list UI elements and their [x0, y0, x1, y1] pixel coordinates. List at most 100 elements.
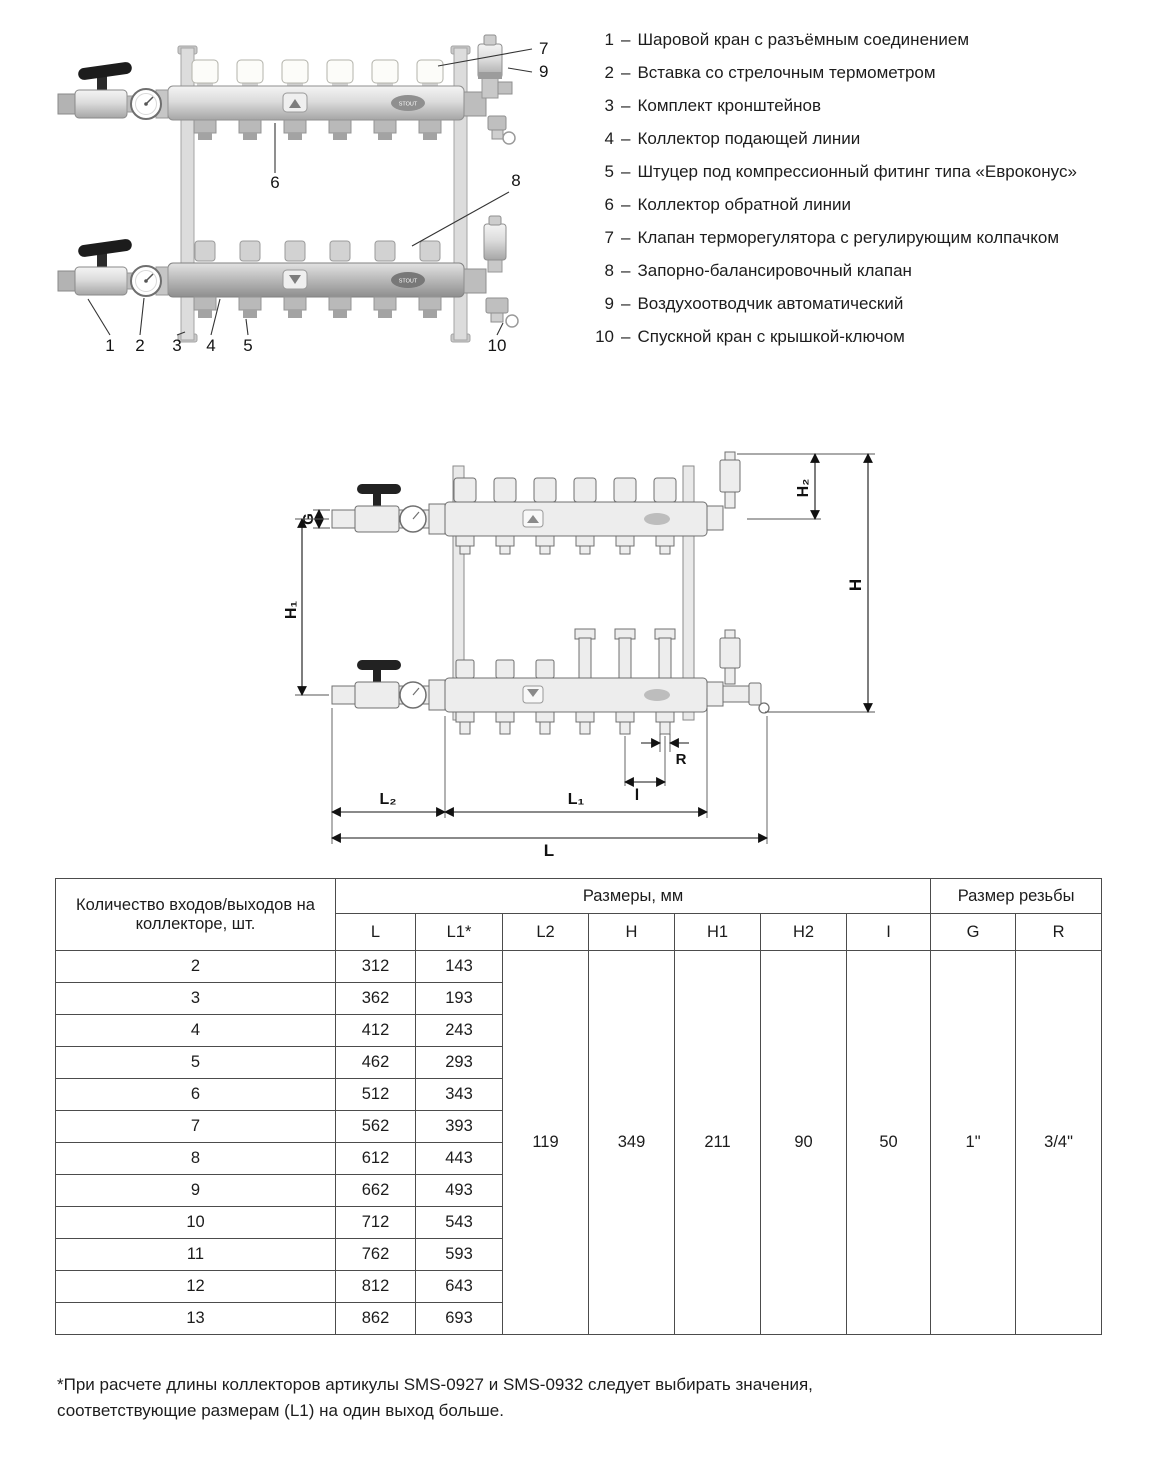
- legend-item-separator: –: [621, 261, 631, 280]
- balancing-valve-caps: [194, 240, 441, 262]
- return-manifold-outline: [331, 451, 741, 555]
- header-count-column: Количество входов/выходов на коллекторе,…: [55, 878, 336, 951]
- header-col-H2: H2: [760, 913, 847, 951]
- cell-L: 462: [335, 1046, 416, 1079]
- legend-item-number: 7: [604, 228, 614, 247]
- callout-4-label: 4: [206, 336, 215, 355]
- callout-1-label: 1: [105, 336, 114, 355]
- callout-10-label: 10: [488, 336, 507, 355]
- table-row: 12 812 643: [55, 1270, 1102, 1303]
- eurocone-connections-top: [193, 119, 442, 140]
- cell-G-merged: 1": [930, 950, 1017, 1335]
- cell-L2-merged: 119: [502, 950, 589, 1335]
- legend-item: 5 – Штуцер под компрессионный фитинг тип…: [588, 162, 1077, 195]
- legend-item-number: 6: [604, 195, 614, 214]
- legend-item: 9 – Воздухоотводчик автоматический: [588, 294, 1077, 327]
- legend-item-label: Шаровой кран с разъёмным соединением: [637, 30, 970, 49]
- air-vent-assembly-top: [463, 34, 516, 145]
- legend-item-separator: –: [621, 294, 631, 313]
- cell-count: 2: [55, 950, 336, 983]
- legend-item: 4 – Коллектор подающей линии: [588, 129, 1077, 162]
- table-row: 9 662 493: [55, 1174, 1102, 1207]
- header-col-R: R: [1015, 913, 1103, 951]
- table-row: 2 312 143 119 349 211 90 50 1" 3/4": [55, 950, 1103, 1335]
- legend-item-label: Воздухоотводчик автоматический: [637, 294, 904, 313]
- legend-item: 7 – Клапан терморегулятора с регулирующи…: [588, 228, 1077, 261]
- dimension-I: l: [624, 736, 666, 804]
- callout-7-label: 7: [539, 39, 548, 58]
- cell-R-merged: 3/4": [1015, 950, 1103, 1335]
- dim-label-R: R: [676, 751, 687, 768]
- callout-9-label: 9: [539, 62, 548, 81]
- callouts: 7 9 6 8 1 2 3 4 5 10: [87, 39, 548, 355]
- header-col-L: L: [335, 913, 416, 951]
- manifold-dimension-drawing: G H₁ H₂ H: [283, 451, 875, 860]
- cell-I-merged: 50: [845, 950, 932, 1335]
- dimension-R: R: [641, 734, 689, 768]
- cell-L: 862: [335, 1302, 416, 1335]
- dimension-H: H: [765, 453, 875, 713]
- table-row: 6 512 343: [55, 1078, 1102, 1111]
- thermometer-gauge-top: [130, 88, 162, 120]
- legend-item-label: Запорно-балансировочный клапан: [637, 261, 912, 280]
- cell-L: 362: [335, 982, 416, 1015]
- cell-count: 13: [55, 1302, 336, 1335]
- cell-L: 512: [335, 1078, 416, 1111]
- legend-item-label: Коллектор обратной линии: [637, 195, 851, 214]
- table-row: 8 612 443: [55, 1142, 1102, 1175]
- legend-item-separator: –: [621, 30, 631, 49]
- legend-list: 1 – Шаровой кран с разъёмным соединением…: [588, 30, 1077, 360]
- table-subheader-row: L L1* L2 H H1 H2 I G R: [56, 913, 1103, 951]
- legend-item: 6 – Коллектор обратной линии: [588, 195, 1077, 228]
- cell-H-merged: 349: [588, 950, 675, 1335]
- table-row: 13 862 693: [55, 1302, 1102, 1335]
- cell-L1: 543: [415, 1206, 503, 1239]
- callout-3-label: 3: [172, 336, 181, 355]
- legend-item-label: Комплект кронштейнов: [637, 96, 822, 115]
- flow-direction-badge-up: [282, 92, 308, 113]
- legend-item-label: Клапан терморегулятора с регулирующим ко…: [637, 228, 1060, 247]
- brand-label: STOUT: [399, 102, 418, 108]
- legend-item-label: Спускной кран с крышкой-ключом: [637, 327, 905, 346]
- header-col-I: I: [845, 913, 932, 951]
- table-row: 4 412 243: [55, 1014, 1102, 1047]
- legend-item-number: 1: [604, 30, 614, 49]
- callout-8-label: 8: [511, 171, 520, 190]
- supply-manifold-assembly: STOUT: [57, 215, 519, 328]
- brand-badge: STOUT: [391, 272, 425, 288]
- header-col-L1: L1*: [415, 913, 503, 951]
- cell-L: 612: [335, 1142, 416, 1175]
- brand-badge: STOUT: [391, 95, 425, 111]
- cell-count: 9: [55, 1174, 336, 1207]
- cell-count: 10: [55, 1206, 336, 1239]
- cell-L1: 143: [415, 950, 503, 983]
- brand-label: STOUT: [399, 279, 418, 285]
- callout-5-label: 5: [243, 336, 252, 355]
- return-manifold-assembly: STOUT: [57, 34, 516, 145]
- cell-L1: 693: [415, 1302, 503, 1335]
- dim-label-L: L: [544, 841, 554, 860]
- legend-item: 1 – Шаровой кран с разъёмным соединением: [588, 30, 1077, 63]
- legend-item-label: Штуцер под компрессионный фитинг типа «Е…: [637, 162, 1077, 181]
- dimension-L2-L1-L: L₂ L₁ L: [331, 708, 768, 860]
- legend-item-number: 10: [595, 327, 614, 346]
- header-col-L2: L2: [502, 913, 589, 951]
- thermostatic-valve-caps: [191, 59, 444, 87]
- cell-L1: 643: [415, 1270, 503, 1303]
- legend-item-label: Коллектор подающей линии: [637, 129, 861, 148]
- header-col-H1: H1: [674, 913, 761, 951]
- cell-count: 5: [55, 1046, 336, 1079]
- cell-L: 812: [335, 1270, 416, 1303]
- dim-label-L1: L₁: [568, 791, 585, 808]
- cell-L1: 343: [415, 1078, 503, 1111]
- supply-manifold-outline: [331, 628, 770, 735]
- dim-label-H: H: [846, 579, 865, 591]
- legend-item-separator: –: [621, 63, 631, 82]
- legend-item-separator: –: [621, 162, 631, 181]
- cell-L: 562: [335, 1110, 416, 1143]
- dimension-H2: H₂: [737, 453, 875, 520]
- legend-item-separator: –: [621, 129, 631, 148]
- table-row: 5 462 293: [55, 1046, 1102, 1079]
- header-group-sizes: Размеры, мм: [334, 878, 932, 914]
